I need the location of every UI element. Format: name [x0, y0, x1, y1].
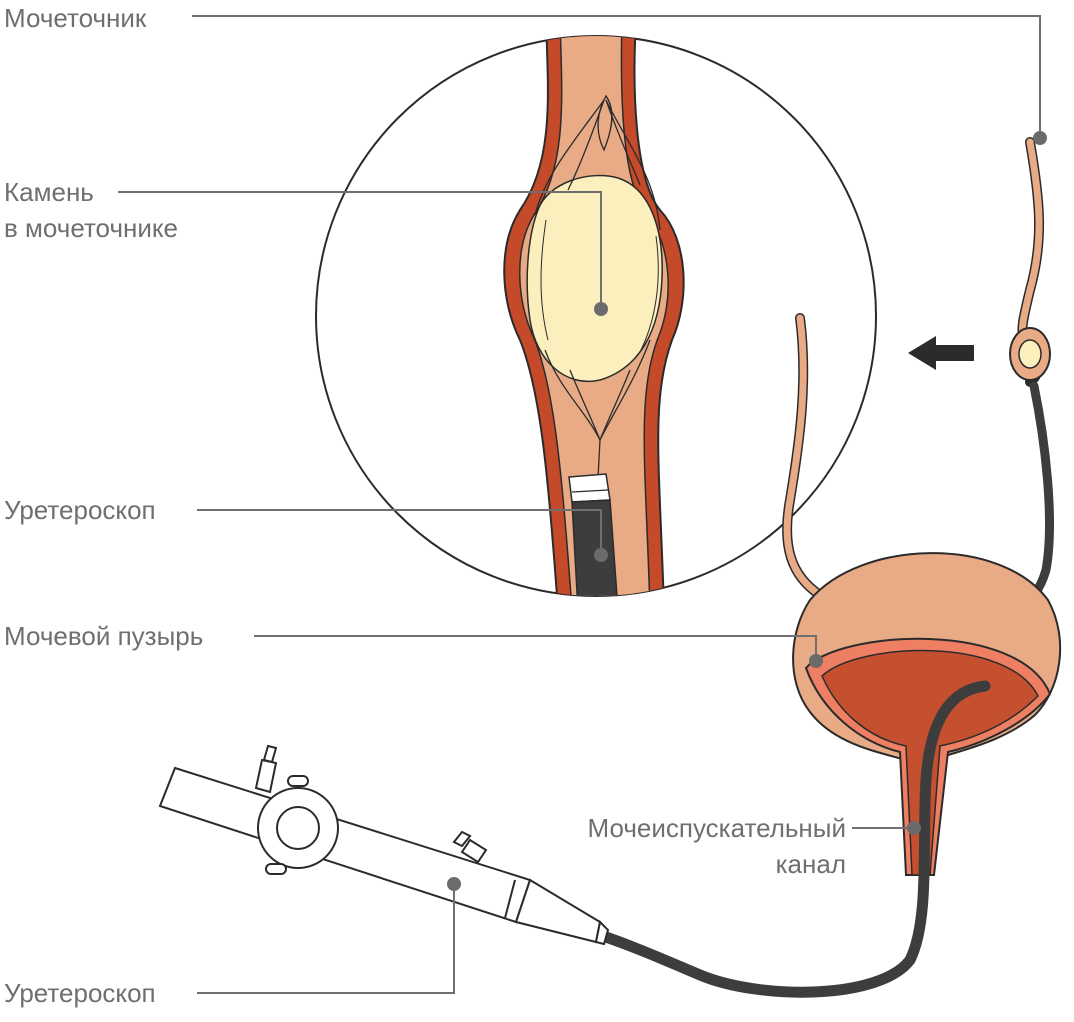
marker-scope-inset	[594, 548, 608, 562]
leader-line-scope-device	[197, 884, 455, 994]
label-stone-line1: Камень	[4, 177, 94, 207]
ureteroscope-device	[158, 744, 610, 946]
marker-ureter	[1033, 131, 1047, 145]
kidney-stone-magnified	[526, 174, 663, 383]
label-bladder: Мочевой пузырь	[4, 621, 204, 651]
marker-urethra	[907, 821, 921, 835]
label-ureteroscope-device: Уретероскоп	[4, 978, 156, 1008]
label-urethra-line2: канал	[775, 849, 846, 879]
leader-line-stone	[118, 191, 602, 309]
leader-line-ureter	[192, 15, 1041, 136]
leader-line-bladder	[254, 635, 817, 660]
marker-stone	[594, 302, 608, 316]
leader-line-scope-inset	[197, 509, 602, 553]
marker-scope-device	[447, 877, 461, 891]
ureter-stone	[1018, 339, 1042, 369]
left-arrow-icon	[908, 336, 974, 370]
magnified-inset	[315, 35, 877, 597]
stone-basket-wires	[534, 94, 661, 479]
marker-bladder	[809, 654, 823, 668]
label-stone-line2: в мочеточнике	[4, 213, 179, 243]
ureteroscope-shaft	[594, 680, 991, 998]
label-urethra-line1: Мочеиспускательный	[587, 813, 847, 843]
ureteroscope-tip-magnified	[568, 473, 611, 503]
scope-in-ureter	[1015, 381, 1054, 610]
label-ureter: Мочеточник	[4, 3, 147, 33]
label-ureteroscope-inset: Уретероскоп	[4, 495, 156, 525]
